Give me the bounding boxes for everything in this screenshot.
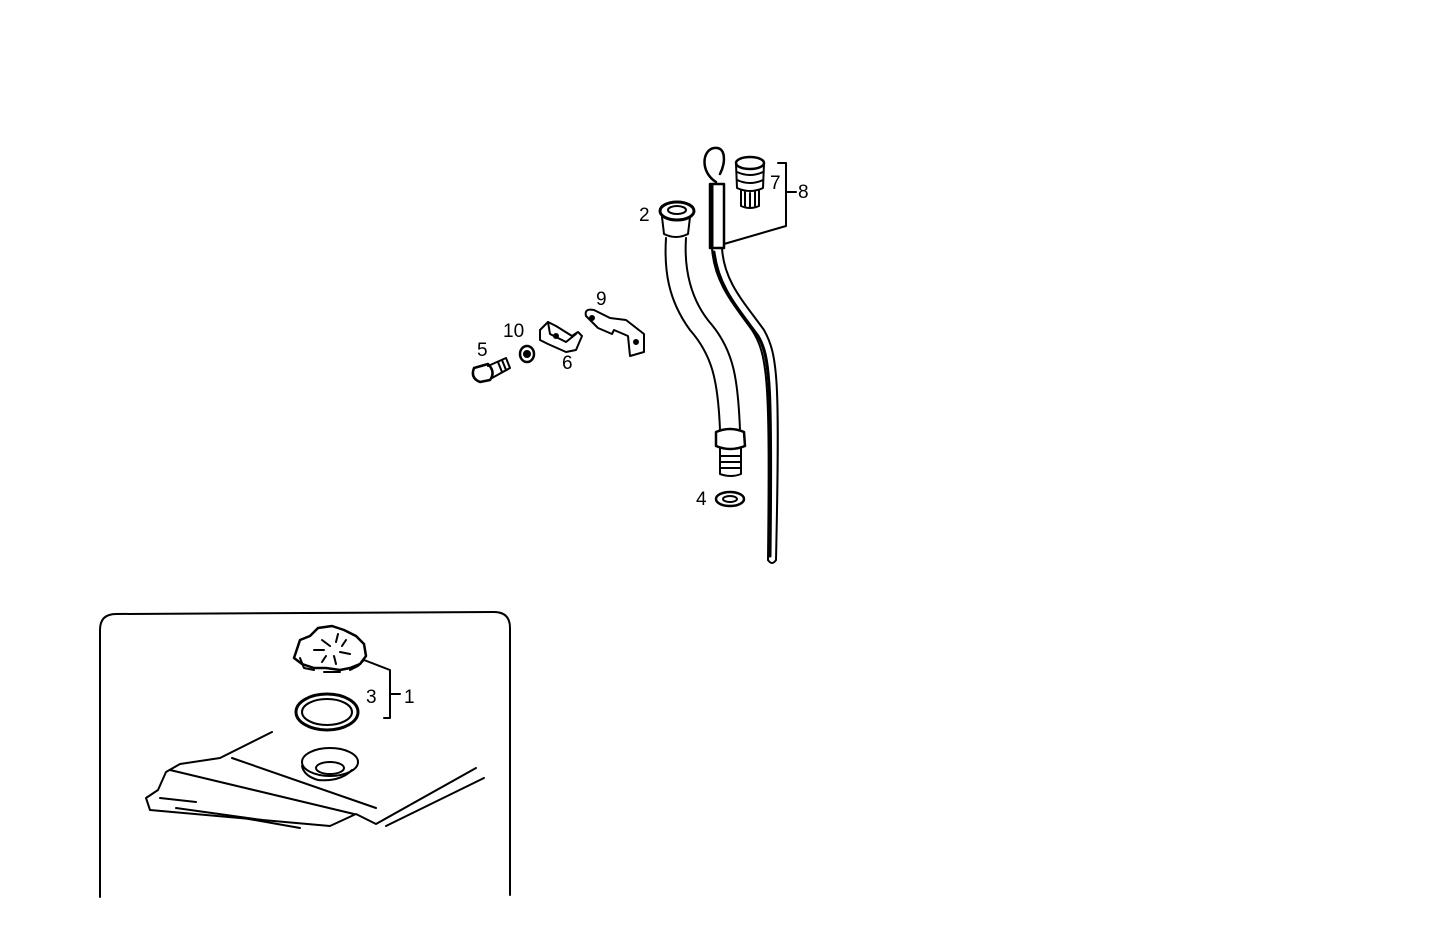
callout-1: 1 (404, 687, 415, 708)
plug-7 (734, 155, 766, 209)
callout-2: 2 (639, 205, 650, 226)
filler-tube (658, 200, 747, 477)
callout-9: 9 (596, 289, 607, 310)
callout-3: 3 (366, 687, 377, 708)
callout-6: 6 (562, 353, 573, 374)
bolt-5 (471, 357, 511, 384)
callout-5: 5 (477, 340, 488, 361)
washer-4 (714, 490, 746, 508)
dipstick (703, 146, 779, 564)
callout-10: 10 (503, 321, 525, 342)
inset-panel (99, 611, 511, 898)
washer-10 (518, 344, 536, 364)
bracket-9 (584, 308, 645, 357)
callout-bracket-8 (723, 162, 797, 245)
callout-7: 7 (770, 173, 781, 194)
callout-4: 4 (696, 489, 707, 510)
clamp-6 (539, 321, 583, 353)
callout-8: 8 (798, 182, 809, 203)
